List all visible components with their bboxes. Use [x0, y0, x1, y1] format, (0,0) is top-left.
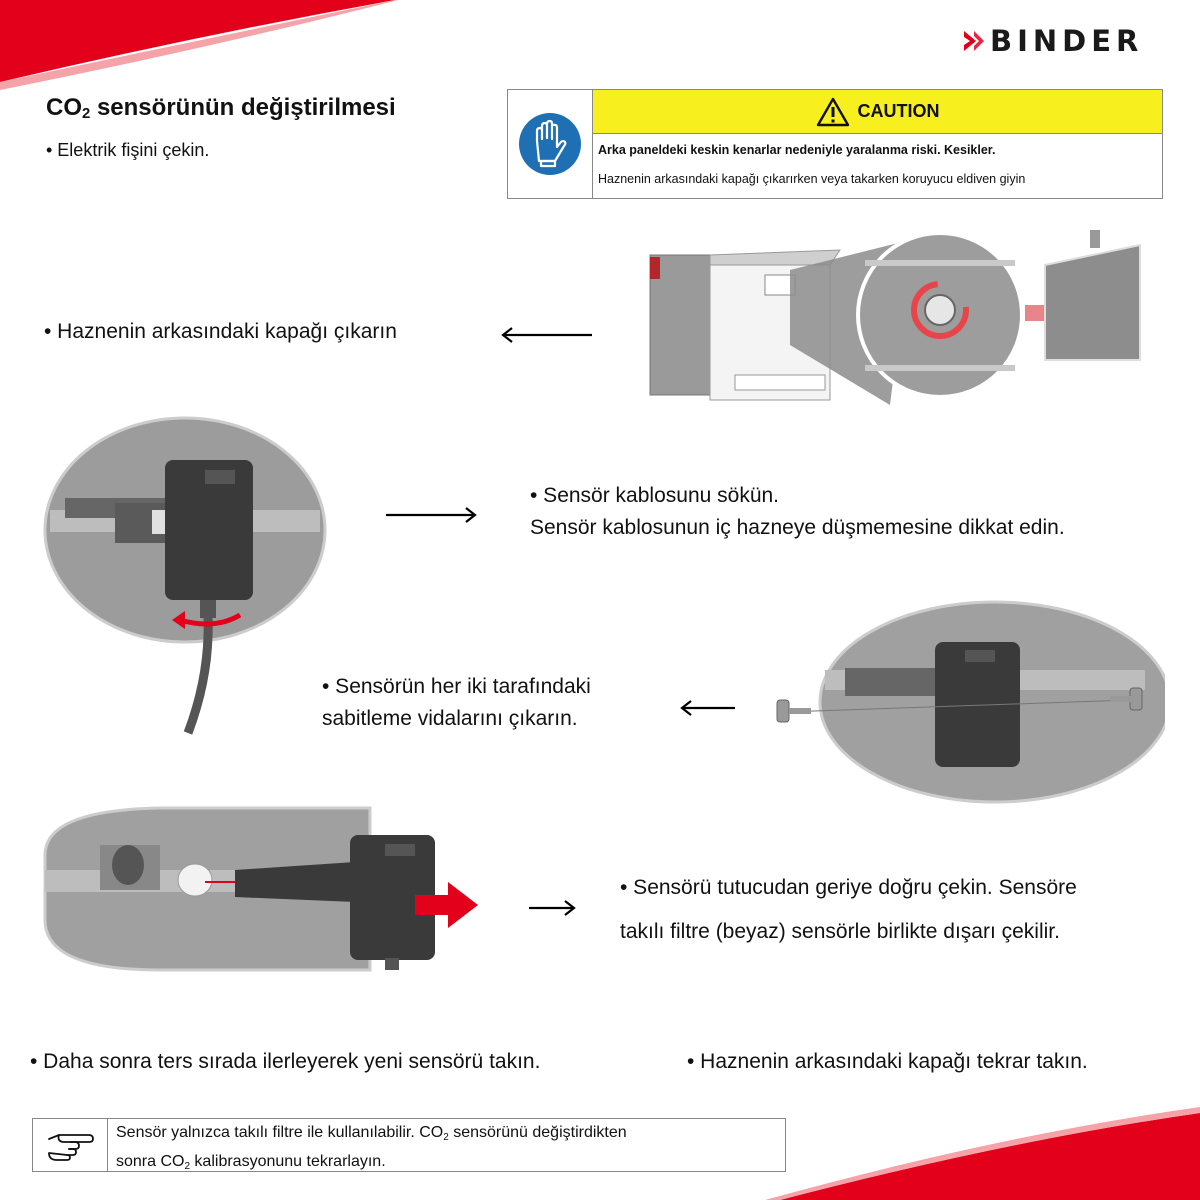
top-left-red-swoosh	[0, 0, 398, 90]
step-remove-screws: • Sensörün her iki tarafındaki sabitleme…	[322, 675, 591, 730]
wear-gloves-icon	[519, 113, 581, 175]
step-pull-sensor: • Sensörü tutucudan geriye doğru çekin. …	[620, 876, 1077, 943]
caution-instruction-text: Haznenin arkasındaki kapağı çıkarırken v…	[598, 172, 1026, 186]
logo-wordmark: BINDER	[990, 24, 1144, 58]
arrow-left-icon-3	[680, 700, 735, 716]
pull-sensor-illustration	[43, 806, 478, 972]
note-box: Sensör yalnızca takılı filtre ile kullan…	[32, 1118, 786, 1172]
caution-icon-cell	[508, 90, 593, 198]
caution-box: CAUTION Arka paneldeki keskin kenarlar n…	[507, 89, 1163, 199]
arrow-left-icon-1	[501, 327, 592, 343]
caution-risk-text: Arka paneldeki keskin kenarlar nedeniyle…	[598, 143, 996, 157]
caution-body: CAUTION Arka paneldeki keskin kenarlar n…	[593, 90, 1162, 198]
arrow-right-icon-2	[386, 507, 477, 523]
warning-triangle-icon	[816, 97, 849, 126]
step-unplug-cable: • Sensör kablosunu sökün. Sensör kablosu…	[530, 484, 1065, 539]
note-text: Sensör yalnızca takılı filtre ile kullan…	[116, 1124, 627, 1172]
binder-logo: BINDER	[962, 24, 1143, 58]
bottom-right-red-swoosh	[765, 1107, 1200, 1200]
incubator-cover-illustration	[649, 230, 1141, 405]
fixing-screws-illustration	[776, 600, 1165, 804]
page-title: CO2 sensörünün değiştirilmesi	[46, 94, 396, 122]
binder-logo-mark-icon	[964, 31, 984, 51]
step-reinstall-sensor: • Daha sonra ters sırada ilerleyerek yen…	[30, 1050, 541, 1073]
step-refit-cover: • Haznenin arkasındaki kapağı tekrar tak…	[687, 1050, 1088, 1073]
intro-step: • Elektrik fişini çekin.	[46, 140, 210, 160]
step-remove-cover: • Haznenin arkasındaki kapağı çıkarın	[44, 320, 397, 343]
pointing-hand-icon	[48, 1134, 94, 1161]
arrow-right-icon-4	[529, 900, 576, 916]
note-icon-cell	[33, 1119, 108, 1171]
caution-label: CAUTION	[857, 101, 940, 121]
caution-header: CAUTION	[593, 90, 1162, 134]
sensor-cable-illustration	[43, 416, 327, 735]
